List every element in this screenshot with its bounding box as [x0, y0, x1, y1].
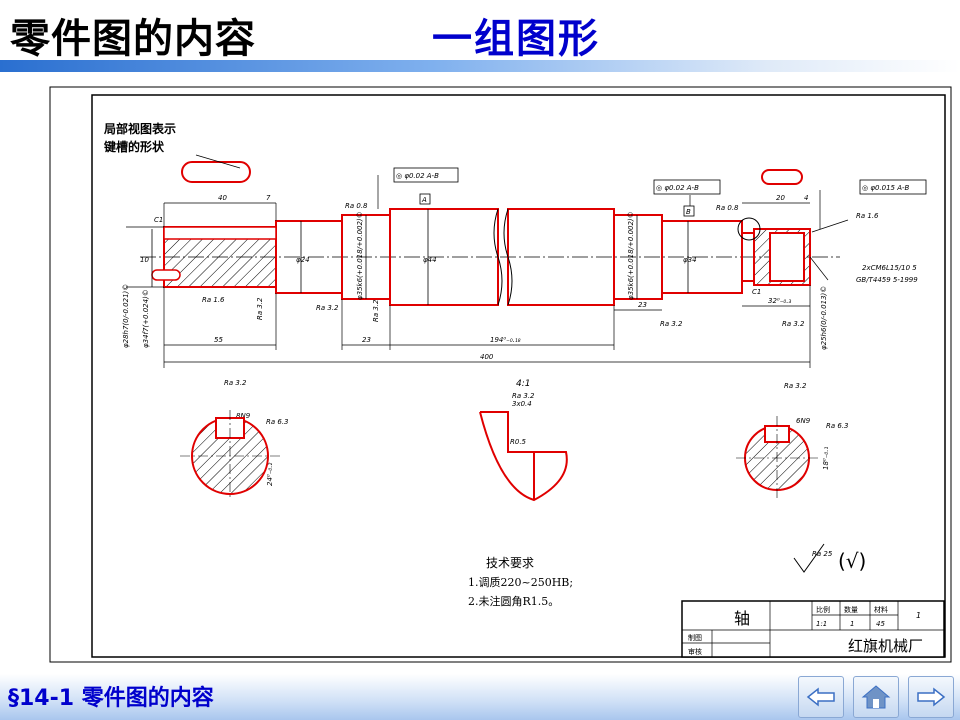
title-block-part-name: 轴 [734, 609, 750, 628]
title-underline-bar [0, 60, 960, 72]
dim-23-left: 23 [362, 336, 371, 344]
dim-40: 40 [218, 194, 227, 202]
dim-10: 10 [140, 256, 149, 264]
ra-3-2-6: Ra 3.2 [224, 379, 247, 387]
previous-slide-button[interactable] [798, 676, 844, 718]
section-view-right [736, 416, 818, 500]
ra-25: Ra 25 [812, 550, 833, 558]
title-block-drawn-by: 制图 [688, 633, 702, 642]
keyway-left-slot [151, 269, 181, 281]
page-subtitle: 一组图形 [432, 16, 600, 62]
dim-dia-25h6: φ25h6(0/-0.013)© [820, 286, 828, 350]
section-18: 18⁰₋₀.₁ [822, 447, 830, 470]
note-2: 2.未注圆角R1.5。 [468, 594, 559, 608]
ra-3-2-1: Ra 3.2 [256, 297, 264, 320]
keyway-local-view-left [181, 161, 251, 183]
tolerance-frame-3: ◎ φ0.015 A-B [862, 184, 910, 192]
keyway-left [163, 226, 277, 240]
callout-note-line-1: 局部视图表示 [104, 121, 176, 136]
dim-23-right: 23 [638, 301, 647, 309]
detail-3x04: 3x0.4 [512, 400, 532, 408]
break-line-left [493, 208, 503, 306]
title-block-checked-by: 审核 [688, 647, 702, 656]
detail-circle [737, 217, 761, 241]
dim-dia-34: φ34 [683, 256, 697, 264]
ra-6-3-a: Ra 6.3 [266, 418, 289, 426]
home-icon [861, 685, 891, 709]
note-1: 1.调质220~250HB; [468, 576, 573, 589]
ra-0-8-a: Ra 0.8 [345, 202, 368, 210]
title-block-header-qty: 数量 [844, 605, 858, 614]
chamfer-c1-right: C1 [752, 288, 761, 296]
dim-32: 32⁰₋₀.₃ [768, 297, 791, 305]
ra-3-2-3: Ra 3.2 [372, 299, 380, 322]
notes-title: 技术要求 [486, 556, 534, 570]
tolerance-frame-2: ◎ φ0.02 A-B [656, 184, 699, 192]
section-6n9: 6N9 [796, 417, 811, 425]
dim-20: 20 [776, 194, 785, 202]
ra-3-2-8: Ra 3.2 [512, 392, 535, 400]
title-block-scale: 1:1 [816, 620, 827, 628]
dim-dia-35k6-right: φ35k6(+0.018/+0.002)© [627, 211, 635, 300]
dim-194: 194⁰₋₀.₁₈ [490, 336, 521, 344]
title-block-number: 1 [916, 611, 921, 620]
dim-400: 400 [480, 353, 494, 361]
chamfer-c1-left: C1 [154, 216, 163, 224]
detail-r05: R0.5 [510, 438, 527, 446]
title-block-qty: 1 [850, 620, 854, 628]
tolerance-frame-1: ◎ φ0.02 A-B [396, 172, 439, 180]
footer-section-label: §14-1 零件图的内容 [8, 686, 214, 711]
dim-dia-34f7: φ34f7(+0.024)© [142, 289, 150, 348]
keyway-local-view-right [761, 169, 803, 185]
title-block-factory: 红旗机械厂 [848, 637, 923, 655]
home-button[interactable] [853, 676, 899, 718]
section-24: 24⁰₋₀.₂ [266, 463, 274, 486]
dim-4: 4 [804, 194, 808, 202]
drawing-inner-frame [91, 94, 946, 658]
dim-7: 7 [266, 194, 271, 202]
dim-55: 55 [214, 336, 223, 344]
dim-dia-35k6-left: φ35k6(+0.018/+0.002)© [356, 211, 364, 300]
title-block: 轴 比例 数量 材料 1 1:1 1 45 制图 审核 红旗机械厂 [681, 600, 945, 658]
spline-standard: GB/T4459 5-1999 [856, 276, 918, 284]
dim-dia-24: φ24 [296, 256, 310, 264]
ra-0-8-b: Ra 0.8 [716, 204, 739, 212]
ra-3-2-4: Ra 3.2 [660, 320, 683, 328]
ra-25-check: (√) [838, 549, 866, 573]
section-view-left [180, 410, 280, 500]
title-block-header-material: 材料 [874, 605, 888, 614]
datum-b: B [686, 208, 691, 216]
spline-code: 2xCM6L15/10 5 [862, 264, 917, 272]
ra-3-2-7: Ra 3.2 [784, 382, 807, 390]
dim-dia-28h7: φ28h7(0/-0.021)© [122, 284, 130, 348]
left-arrow-icon [806, 687, 835, 707]
page-title: 零件图的内容 [10, 16, 256, 62]
detail-view [479, 411, 568, 502]
title-block-header-scale: 比例 [816, 605, 830, 614]
next-slide-button[interactable] [908, 676, 954, 718]
title-block-material: 45 [876, 620, 885, 628]
dim-dia-44: φ44 [423, 256, 437, 264]
ra-1-6-b: Ra 1.6 [856, 212, 879, 220]
section-8n9: 8N9 [236, 412, 251, 420]
ra-1-6-a: Ra 1.6 [202, 296, 225, 304]
callout-note-line-2: 键槽的形状 [103, 139, 165, 154]
right-arrow-icon [917, 687, 946, 707]
ra-3-2-5: Ra 3.2 [782, 320, 805, 328]
detail-view-label: 4:1 [516, 379, 530, 389]
datum-a: A [421, 196, 427, 204]
ra-3-2-2: Ra 3.2 [316, 304, 339, 312]
break-line-right [503, 208, 513, 306]
ra-6-3-b: Ra 6.3 [826, 422, 849, 430]
